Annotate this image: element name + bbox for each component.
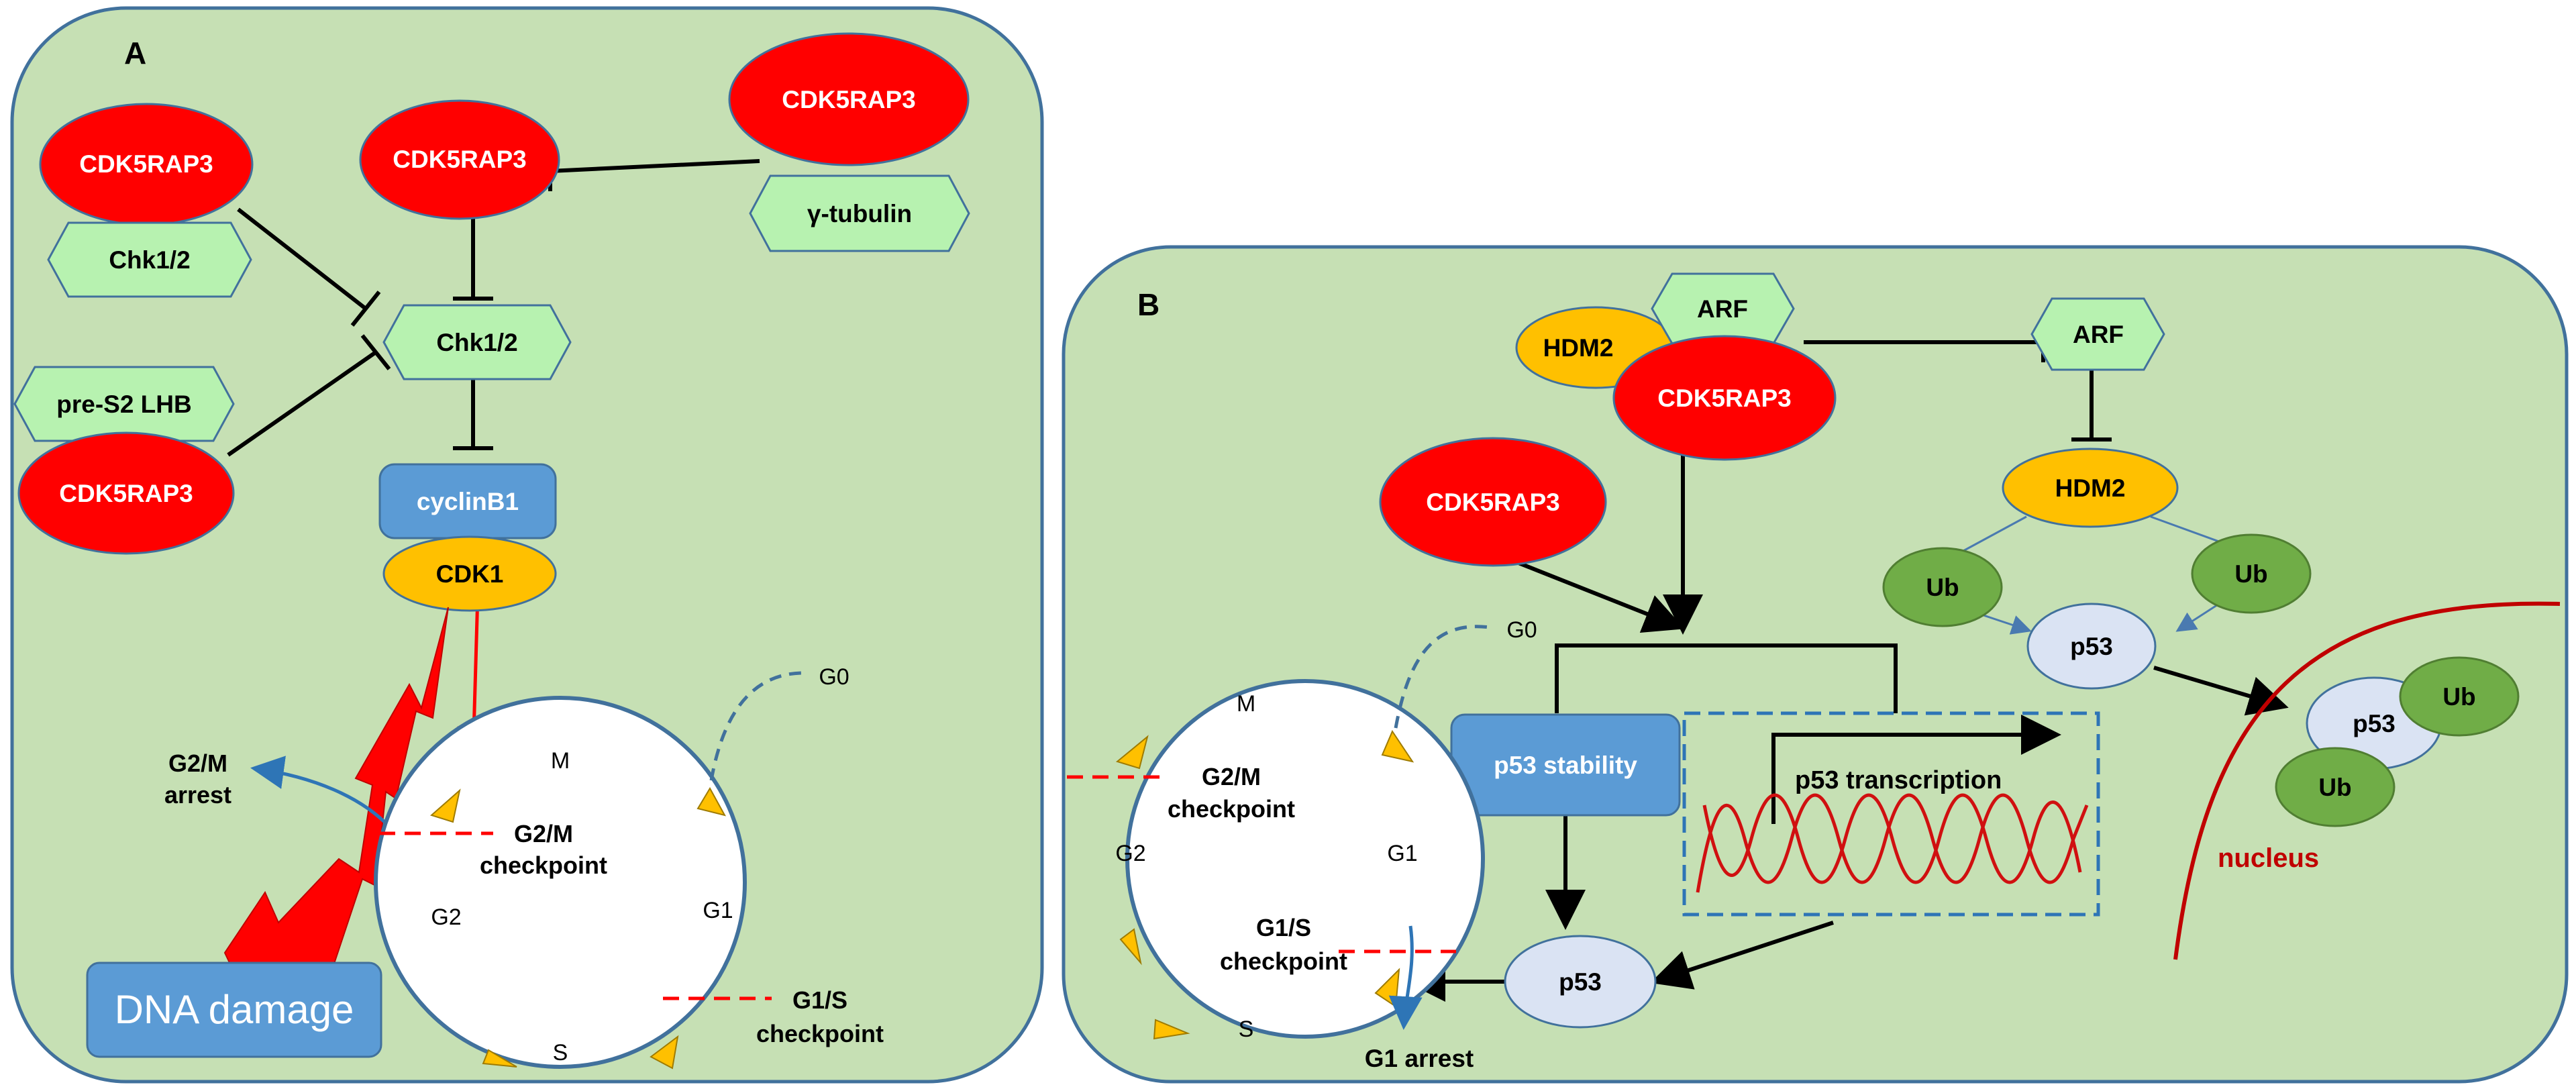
svg-text:p53: p53 (2070, 633, 2113, 660)
panel-b-p53-bottom: p53 (1504, 935, 1657, 1029)
panel-a-cdk5rap3-center: CDK5RAP3 (359, 99, 560, 220)
panel-b-hdm2-right: HDM2 (2002, 448, 2179, 528)
p53-transcription-label: p53 transcription (1795, 766, 2002, 794)
panel-a-chk-left: Chk1/2 (47, 221, 252, 298)
svg-text:ARF: ARF (2073, 321, 2124, 348)
svg-text:Ub: Ub (1926, 574, 1959, 601)
svg-text:cyclinB1: cyclinB1 (417, 488, 519, 515)
panel-b-g2m-checkpoint-line1: G2/M (1202, 763, 1261, 790)
nucleus-label: nucleus (2218, 843, 2319, 873)
panel-b-p53-top: p53 (2026, 603, 2157, 690)
panel-b-g1s-checkpoint-line1: G1/S (1256, 914, 1311, 941)
panel-a-background (10, 6, 1044, 1084)
panel-a-pre-s2-lhb: pre-S2 LHB (13, 366, 235, 442)
panel-b-arf-complex: ARF (1651, 272, 1795, 345)
panel-b-ub-right: Ub (2191, 533, 2312, 614)
dna-waves (1696, 793, 2089, 893)
panel-a-label: A (124, 36, 146, 70)
svg-text:HDM2: HDM2 (2055, 474, 2126, 502)
panel-b-phase-g2: G2 (1115, 841, 1145, 866)
svg-text:p53: p53 (1559, 968, 1602, 996)
svg-text:pre-S2 LHB: pre-S2 LHB (56, 391, 191, 418)
panel-a-chk-center: Chk1/2 (382, 304, 572, 380)
svg-text:CDK5RAP3: CDK5RAP3 (59, 480, 193, 507)
panel-a-cdk5rap3-right: CDK5RAP3 (728, 32, 970, 166)
svg-text:CDK5RAP3: CDK5RAP3 (1426, 488, 1559, 516)
svg-text:CDK5RAP3: CDK5RAP3 (393, 146, 526, 173)
svg-text:CDK5RAP3: CDK5RAP3 (1657, 384, 1791, 412)
panel-a-phase-m: M (551, 748, 570, 774)
svg-text:Ub: Ub (2442, 683, 2475, 711)
panel-b-label: B (1137, 287, 1160, 322)
panel-a-cdk5rap3-left-bottom: CDK5RAP3 (17, 431, 235, 555)
svg-text:γ-tubulin: γ-tubulin (807, 200, 912, 227)
svg-text:Ub: Ub (2318, 774, 2351, 801)
g1-arrest-label: G1 arrest (1365, 1045, 1474, 1072)
svg-text:p53: p53 (2353, 710, 2395, 737)
panel-a-cell-cycle-circle (374, 696, 747, 1069)
panel-a-gamma-tubulin: γ-tubulin (749, 174, 970, 252)
panel-a-phase-s: S (553, 1040, 568, 1066)
panel-a-dna-damage: DNA damage (86, 962, 382, 1058)
g2m-arrest-label-line2: arrest (164, 781, 231, 809)
svg-text:p53 stability: p53 stability (1494, 751, 1637, 779)
p53-transcription-box (1682, 711, 2100, 917)
panel-a-g1s-checkpoint-line2: checkpoint (756, 1020, 884, 1047)
panel-b-phase-g1: G1 (1387, 841, 1417, 866)
panel-b-cdk5rap3-complex: CDK5RAP3 (1612, 335, 1837, 461)
panel-b-g2m-checkpoint-line2: checkpoint (1168, 795, 1295, 823)
g1-arrest-arrow (1388, 925, 1423, 1030)
panel-b-phase-s: S (1239, 1017, 1254, 1042)
svg-text:DNA damage: DNA damage (115, 987, 354, 1032)
svg-text:HDM2: HDM2 (1543, 334, 1614, 362)
panel-a-phase-g0: G0 (819, 664, 849, 690)
panel-b-ub-complex-top: Ub (2399, 656, 2520, 737)
panel-a-phase-g1: G1 (703, 898, 733, 923)
panel-b-phase-m: M (1237, 691, 1255, 717)
panel-b-p53-stability: p53 stability (1450, 713, 1681, 817)
panel-a-cyclinb1: cyclinB1 (378, 463, 557, 539)
panel-b-ub-complex-bottom: Ub (2275, 747, 2395, 827)
panel-a-phase-g2: G2 (431, 904, 461, 930)
svg-text:CDK5RAP3: CDK5RAP3 (782, 86, 915, 113)
panel-a-phase-markers (430, 786, 726, 1070)
panel-b-cell-cycle-circle (1125, 679, 1485, 1039)
g2m-arrest-label-line1: G2/M (168, 749, 227, 777)
svg-text:Ub: Ub (2234, 560, 2267, 588)
svg-text:CDK1: CDK1 (436, 560, 504, 588)
panel-a-cdk5rap3-left-top: CDK5RAP3 (39, 103, 254, 226)
panel-a-g1s-checkpoint-line1: G1/S (792, 986, 847, 1014)
panel-b-arf-right: ARF (2030, 297, 2165, 371)
svg-text:ARF: ARF (1697, 295, 1748, 323)
panel-b-phase-g0: G0 (1506, 617, 1537, 643)
panel-a-inhibition-lines (227, 151, 760, 457)
panel-b-ub-left: Ub (1882, 547, 2003, 627)
panel-a-g0-dashed-arc (709, 671, 809, 781)
panel-a-g2m-checkpoint-line2: checkpoint (480, 851, 607, 879)
svg-text:CDK5RAP3: CDK5RAP3 (79, 150, 213, 178)
panel-a-cdk1: CDK1 (382, 535, 557, 612)
nucleus-membrane (2173, 601, 2561, 960)
panel-b-g0-dashed-arc (1394, 625, 1490, 729)
svg-text:Chk1/2: Chk1/2 (436, 329, 517, 356)
svg-text:Chk1/2: Chk1/2 (109, 246, 190, 274)
panel-b-cdk5rap3-left: CDK5RAP3 (1379, 437, 1607, 567)
panel-a-g2m-checkpoint-line1: G2/M (514, 820, 573, 847)
panel-b-g1s-checkpoint-line2: checkpoint (1220, 947, 1347, 975)
